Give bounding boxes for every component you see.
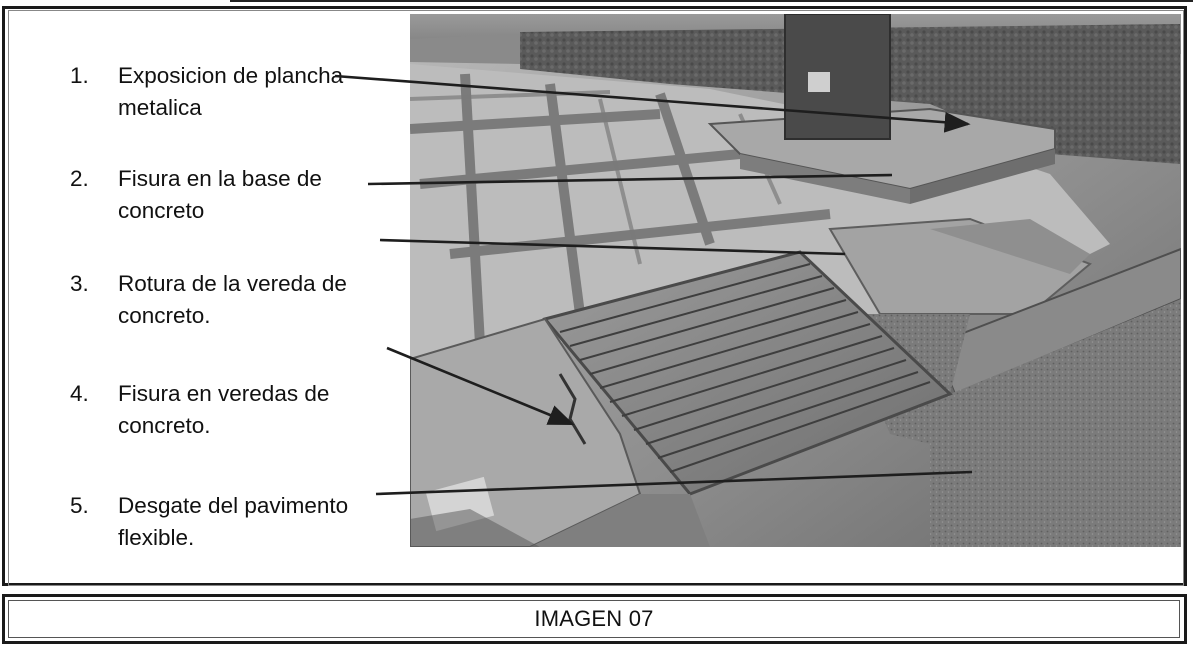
observation-item-5: 5. Desgate del pavimento flexible.: [70, 490, 388, 554]
observation-item-1: 1. Exposicion de plancha metalica: [70, 60, 388, 124]
observation-number: 5.: [70, 493, 89, 518]
observation-text: Desgate del pavimento flexible.: [118, 493, 349, 550]
site-photo: [410, 14, 1181, 547]
observation-number: 2.: [70, 166, 89, 191]
observation-text: Rotura de la vereda de concreto.: [118, 271, 347, 328]
observation-text: Fisura en veredas de concreto.: [118, 381, 330, 438]
figure-inner-frame: [8, 10, 1184, 586]
observation-item-2: 2. Fisura en la base de concreto: [70, 163, 388, 227]
observation-item-4: 4. Fisura en veredas de concreto.: [70, 378, 388, 442]
caption-box: IMAGEN 07: [8, 600, 1180, 638]
observation-number: 4.: [70, 381, 89, 406]
figure-caption: IMAGEN 07: [534, 606, 654, 631]
observation-number: 3.: [70, 271, 89, 296]
page-top-rule: [230, 0, 1193, 2]
observation-item-3: 3. Rotura de la vereda de concreto.: [70, 268, 388, 332]
observation-text: Exposicion de plancha metalica: [118, 63, 344, 120]
observation-text: Fisura en la base de concreto: [118, 166, 322, 223]
caption-frame: [2, 594, 1187, 644]
observation-number: 1.: [70, 63, 89, 88]
